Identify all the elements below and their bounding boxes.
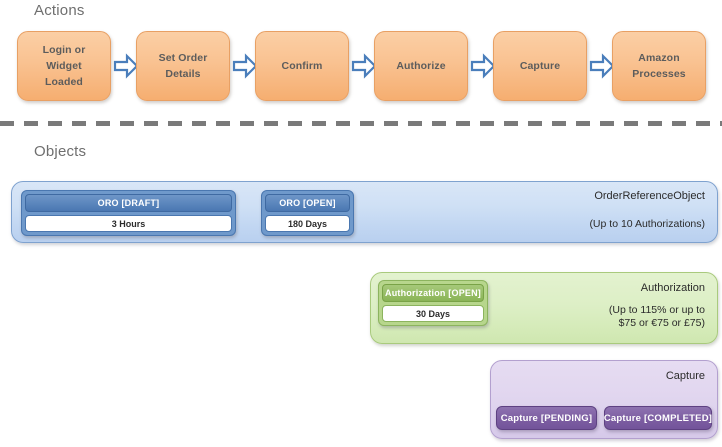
actions-flow: Login or Widget Loaded Set Order Details… — [0, 31, 722, 103]
state-chip-name: ORO [OPEN] — [265, 194, 350, 212]
action-step-confirm[interactable]: Confirm — [255, 31, 349, 101]
page-title-actions: Actions — [34, 2, 85, 19]
state-chip-duration: 3 Hours — [25, 215, 232, 232]
action-step-label: Authorize — [396, 60, 446, 72]
section-divider — [0, 121, 722, 126]
state-chip-capture-pending[interactable]: Capture [PENDING] — [496, 406, 597, 430]
action-step-label: Login or Widget Loaded — [42, 44, 86, 88]
state-chip-name: ORO [DRAFT] — [25, 194, 232, 212]
panel-title-order-reference: OrderReferenceObject — [594, 190, 705, 202]
state-chip-oro-open[interactable]: ORO [OPEN] 180 Days — [261, 190, 354, 236]
panel-subtitle-order-reference: (Up to 10 Authorizations) — [589, 218, 705, 230]
arrow-right-icon — [231, 52, 259, 80]
panel-title-authorization: Authorization — [640, 282, 705, 294]
state-chip-duration: 180 Days — [265, 215, 350, 232]
state-chip-name: Authorization [OPEN] — [382, 284, 484, 302]
action-step-label: Amazon Processes — [632, 52, 686, 80]
arrow-right-icon — [112, 52, 140, 80]
arrow-right-icon — [350, 52, 378, 80]
action-step-label: Capture — [519, 60, 561, 72]
page-title-objects: Objects — [34, 143, 87, 160]
action-step-set-order-details[interactable]: Set Order Details — [136, 31, 230, 101]
panel-subtitle-authorization: (Up to 115% or up to $75 or €75 or £75) — [608, 304, 705, 329]
state-chip-duration: 30 Days — [382, 305, 484, 322]
action-step-capture[interactable]: Capture — [493, 31, 587, 101]
state-chip-oro-draft[interactable]: ORO [DRAFT] 3 Hours — [21, 190, 236, 236]
action-step-label: Set Order Details — [158, 52, 208, 80]
action-step-authorize[interactable]: Authorize — [374, 31, 468, 101]
action-step-label: Confirm — [281, 60, 323, 72]
state-chip-capture-completed[interactable]: Capture [COMPLETED] — [604, 406, 712, 430]
arrow-right-icon — [588, 52, 616, 80]
action-step-amazon-processes[interactable]: Amazon Processes — [612, 31, 706, 101]
state-chip-authorization-open[interactable]: Authorization [OPEN] 30 Days — [378, 280, 488, 326]
panel-title-capture: Capture — [665, 370, 705, 382]
action-step-login-or-widget-loaded[interactable]: Login or Widget Loaded — [17, 31, 111, 101]
arrow-right-icon — [469, 52, 497, 80]
